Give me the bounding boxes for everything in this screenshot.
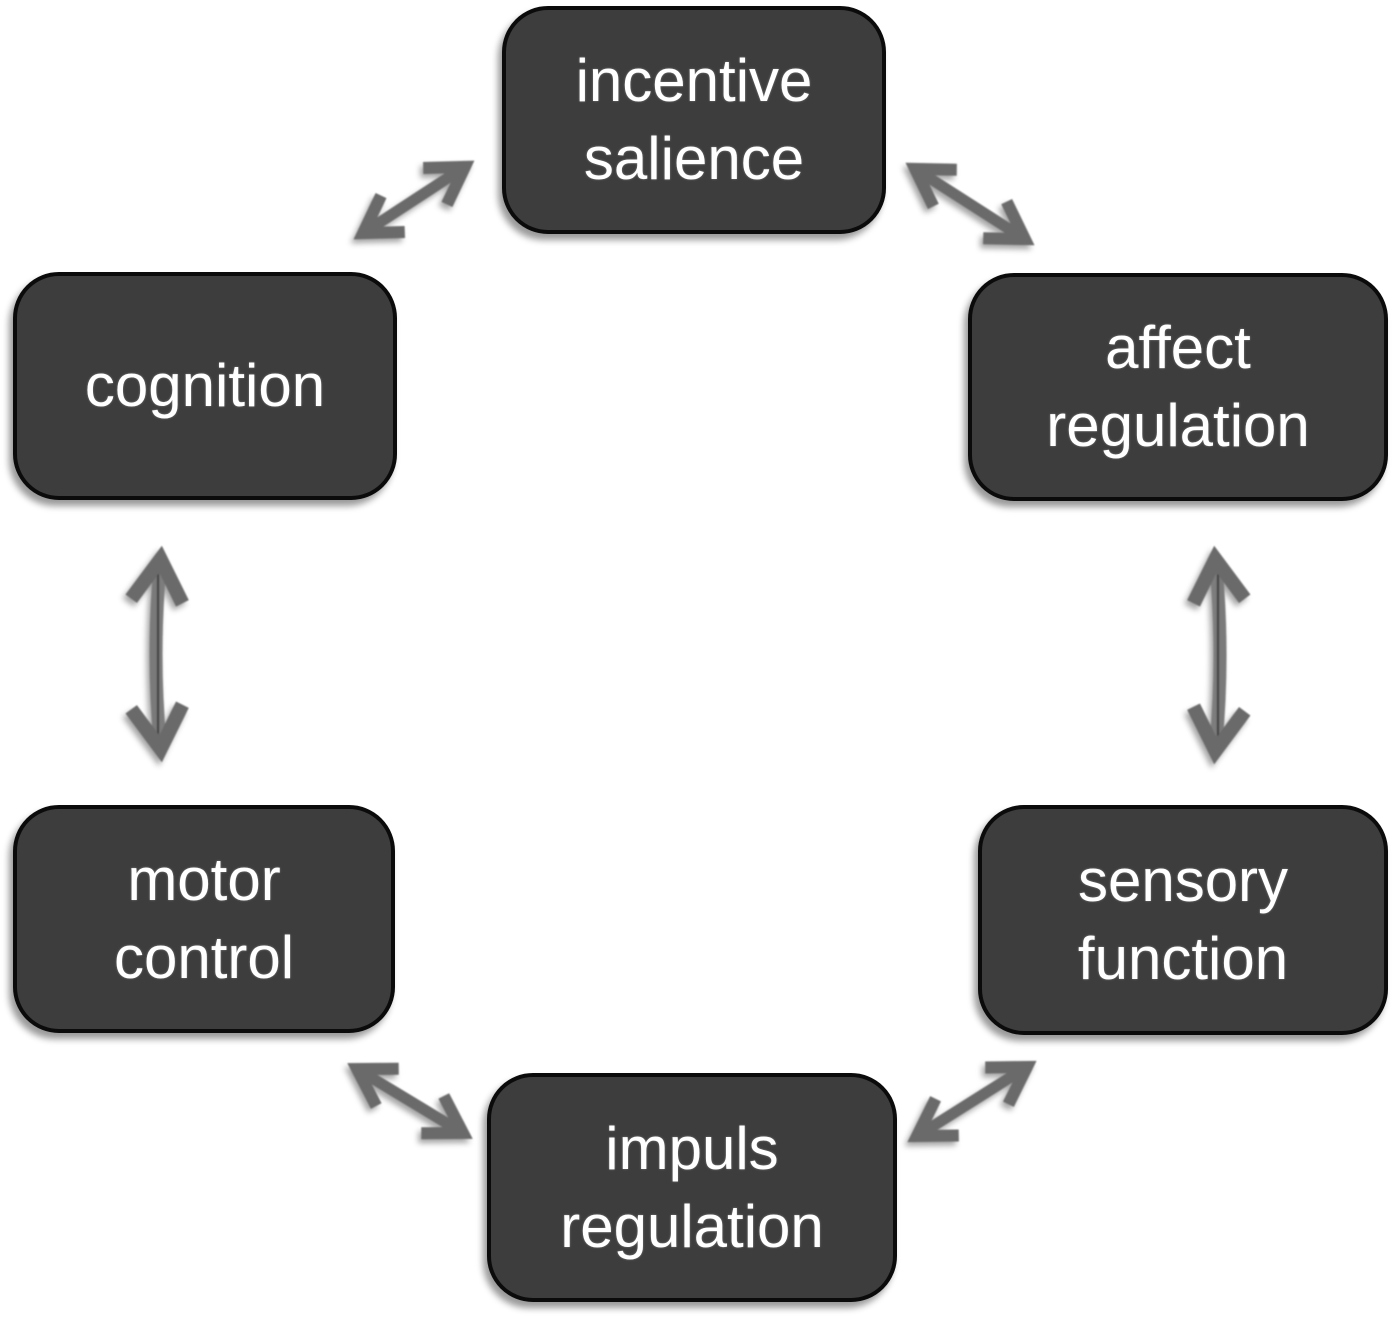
node-sensory-function: sensory function [978,805,1388,1035]
node-sensory-function-label: sensory function [1077,847,1289,992]
node-cognition: cognition [13,272,397,500]
arrow-affect-regulation-sensory-function [1187,545,1251,765]
node-incentive-salience: incentive salience [502,6,886,234]
node-affect-regulation-label: affect regulation [1046,314,1310,459]
arrow-sensory-function-impuls-regulation [907,1060,1037,1143]
node-motor-control: motor control [13,805,395,1033]
node-impuls-regulation: impuls regulation [487,1073,897,1302]
arrow-cognition-incentive-salience [353,160,475,240]
node-impuls-regulation-label: impuls regulation [560,1114,824,1260]
node-affect-regulation: affect regulation [968,273,1388,501]
arrow-motor-control-cognition [125,545,189,763]
arrow-incentive-salience-affect-regulation [905,162,1035,246]
node-incentive-salience-label: incentive salience [575,47,813,192]
node-motor-control-label: motor control [113,846,295,991]
arrow-impuls-regulation-motor-control [347,1062,473,1140]
node-cognition-label: cognition [84,352,326,419]
